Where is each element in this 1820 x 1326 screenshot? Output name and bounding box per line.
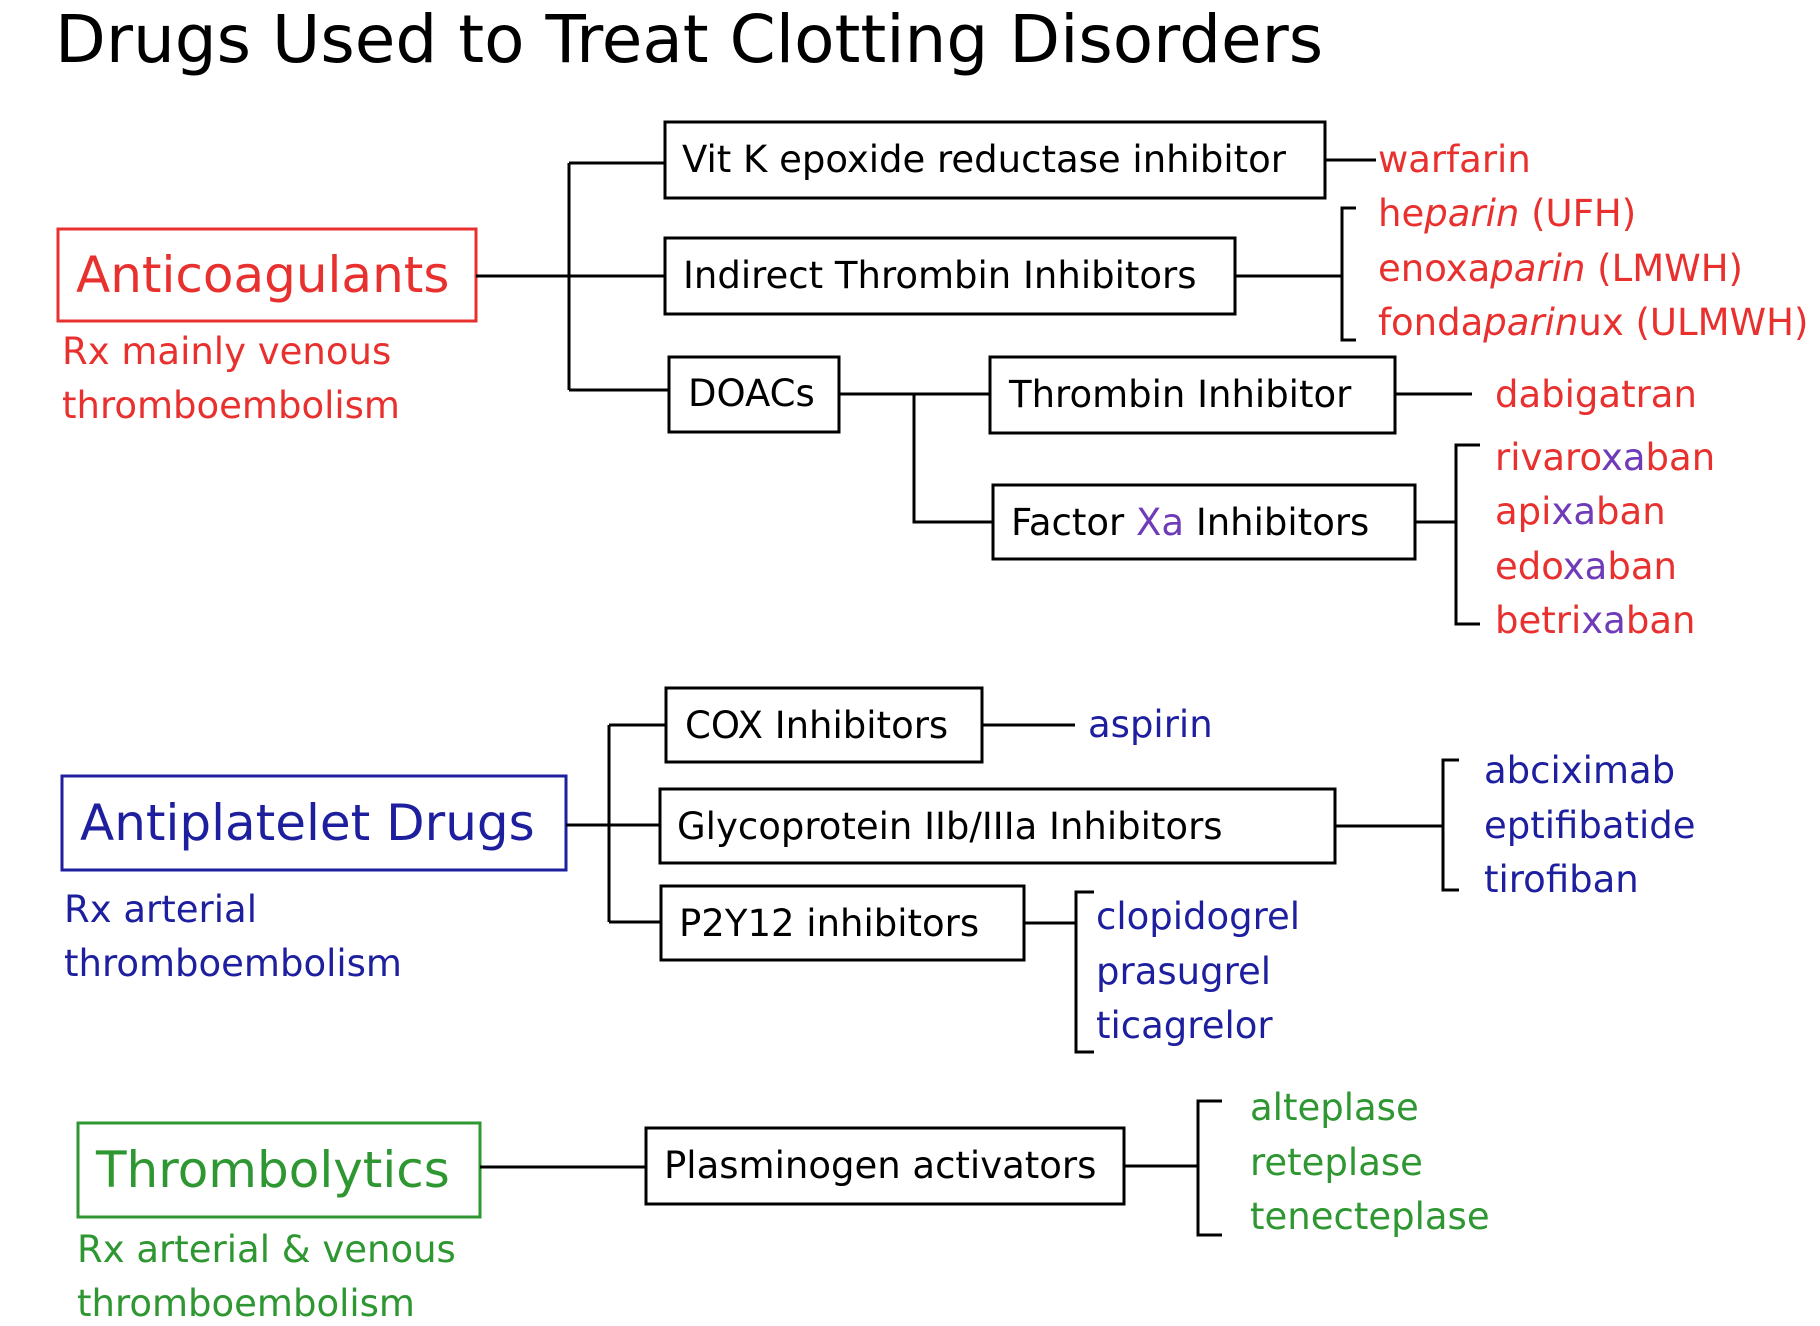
drug-rivaroxaban: rivaroxaban [1495, 436, 1715, 479]
plasminogen-bracket [1124, 1099, 1222, 1237]
anticoagulants-connector [476, 161, 669, 392]
anticoagulants-section: Anticoagulants Rx mainly venous thromboe… [56, 120, 1808, 642]
drug-heparin: heparin (UFH) [1378, 192, 1636, 235]
p2y12-inhibitors-label: P2Y12 inhibitors [679, 902, 979, 945]
drug-alteplase: alteplase [1250, 1086, 1419, 1129]
antiplatelet-rx-line1: Rx arterial [64, 888, 257, 931]
cox-inhibitors-label: COX Inhibitors [685, 704, 948, 747]
vitk-inhibitor-label: Vit K epoxide reductase inhibitor [682, 138, 1287, 181]
factor-xa-label: Factor Xa Inhibitors [1011, 501, 1369, 544]
drug-reteplase: reteplase [1250, 1141, 1423, 1184]
drug-tenecteplase: tenecteplase [1250, 1195, 1490, 1238]
thrombolytics-box [76, 1121, 482, 1219]
plasminogen-activators-label: Plasminogen activators [664, 1144, 1096, 1187]
factor-xa-box [991, 483, 1417, 561]
anticoagulants-rx-line2: thromboembolism [62, 384, 400, 427]
thrombolytics-label: Thrombolytics [95, 1141, 450, 1199]
indirect-thrombin-box [663, 236, 1237, 316]
drug-fondaparinux: fondaparinux (ULMWH) [1378, 301, 1808, 344]
doacs-connector [839, 392, 993, 524]
antiplatelet-box [60, 774, 568, 872]
antiplatelet-section: Antiplatelet Drugs Rx arterial thromboem… [60, 686, 1696, 1054]
drug-warfarin: warfarin [1378, 138, 1531, 181]
vitk-inhibitor-box [663, 120, 1327, 200]
drug-apixaban: apixaban [1495, 490, 1666, 533]
thrombolytics-rx-line1: Rx arterial & venous [77, 1228, 456, 1271]
thrombolytics-rx-line2: thromboembolism [77, 1282, 415, 1325]
drug-prasugrel: prasugrel [1096, 950, 1271, 993]
antiplatelet-label: Antiplatelet Drugs [80, 794, 535, 852]
factor-xa-bracket [1415, 443, 1480, 626]
drug-enoxaparin: enoxaparin (LMWH) [1378, 247, 1743, 290]
drug-edoxaban: edoxaban [1495, 545, 1677, 588]
page-title: Drugs Used to Treat Clotting Disorders [55, 1, 1323, 78]
drug-aspirin: aspirin [1088, 703, 1213, 746]
p2y12-bracket [1024, 890, 1094, 1054]
indirect-thrombin-label: Indirect Thrombin Inhibitors [683, 254, 1197, 297]
glycoprotein-bracket [1335, 758, 1459, 892]
antiplatelet-rx-line2: thromboembolism [64, 942, 402, 985]
doacs-label: DOACs [688, 372, 815, 415]
anticoagulants-rx-line1: Rx mainly venous [62, 330, 391, 373]
thrombolytics-section: Thrombolytics Rx arterial & venous throm… [76, 1086, 1490, 1325]
indirect-thrombin-bracket [1235, 206, 1356, 342]
drug-dabigatran: dabigatran [1495, 373, 1697, 416]
thrombin-inhibitor-label: Thrombin Inhibitor [1008, 373, 1352, 416]
drug-betrixaban: betrixaban [1495, 599, 1695, 642]
drug-tirofiban: tirofiban [1484, 858, 1639, 901]
cox-inhibitors-box [664, 686, 984, 764]
drug-clopidogrel: clopidogrel [1096, 895, 1300, 938]
drug-abciximab: abciximab [1484, 749, 1675, 792]
p2y12-inhibitors-box [659, 884, 1026, 962]
glycoprotein-inhibitors-label: Glycoprotein IIb/IIIa Inhibitors [677, 805, 1223, 848]
drug-eptifibatide: eptifibatide [1484, 804, 1696, 847]
drug-ticagrelor: ticagrelor [1096, 1004, 1273, 1047]
anticoagulants-label: Anticoagulants [76, 246, 449, 304]
anticoagulants-box [56, 227, 478, 323]
plasminogen-activators-box [644, 1126, 1126, 1206]
antiplatelet-connector [566, 723, 666, 924]
glycoprotein-inhibitors-box [658, 787, 1337, 865]
